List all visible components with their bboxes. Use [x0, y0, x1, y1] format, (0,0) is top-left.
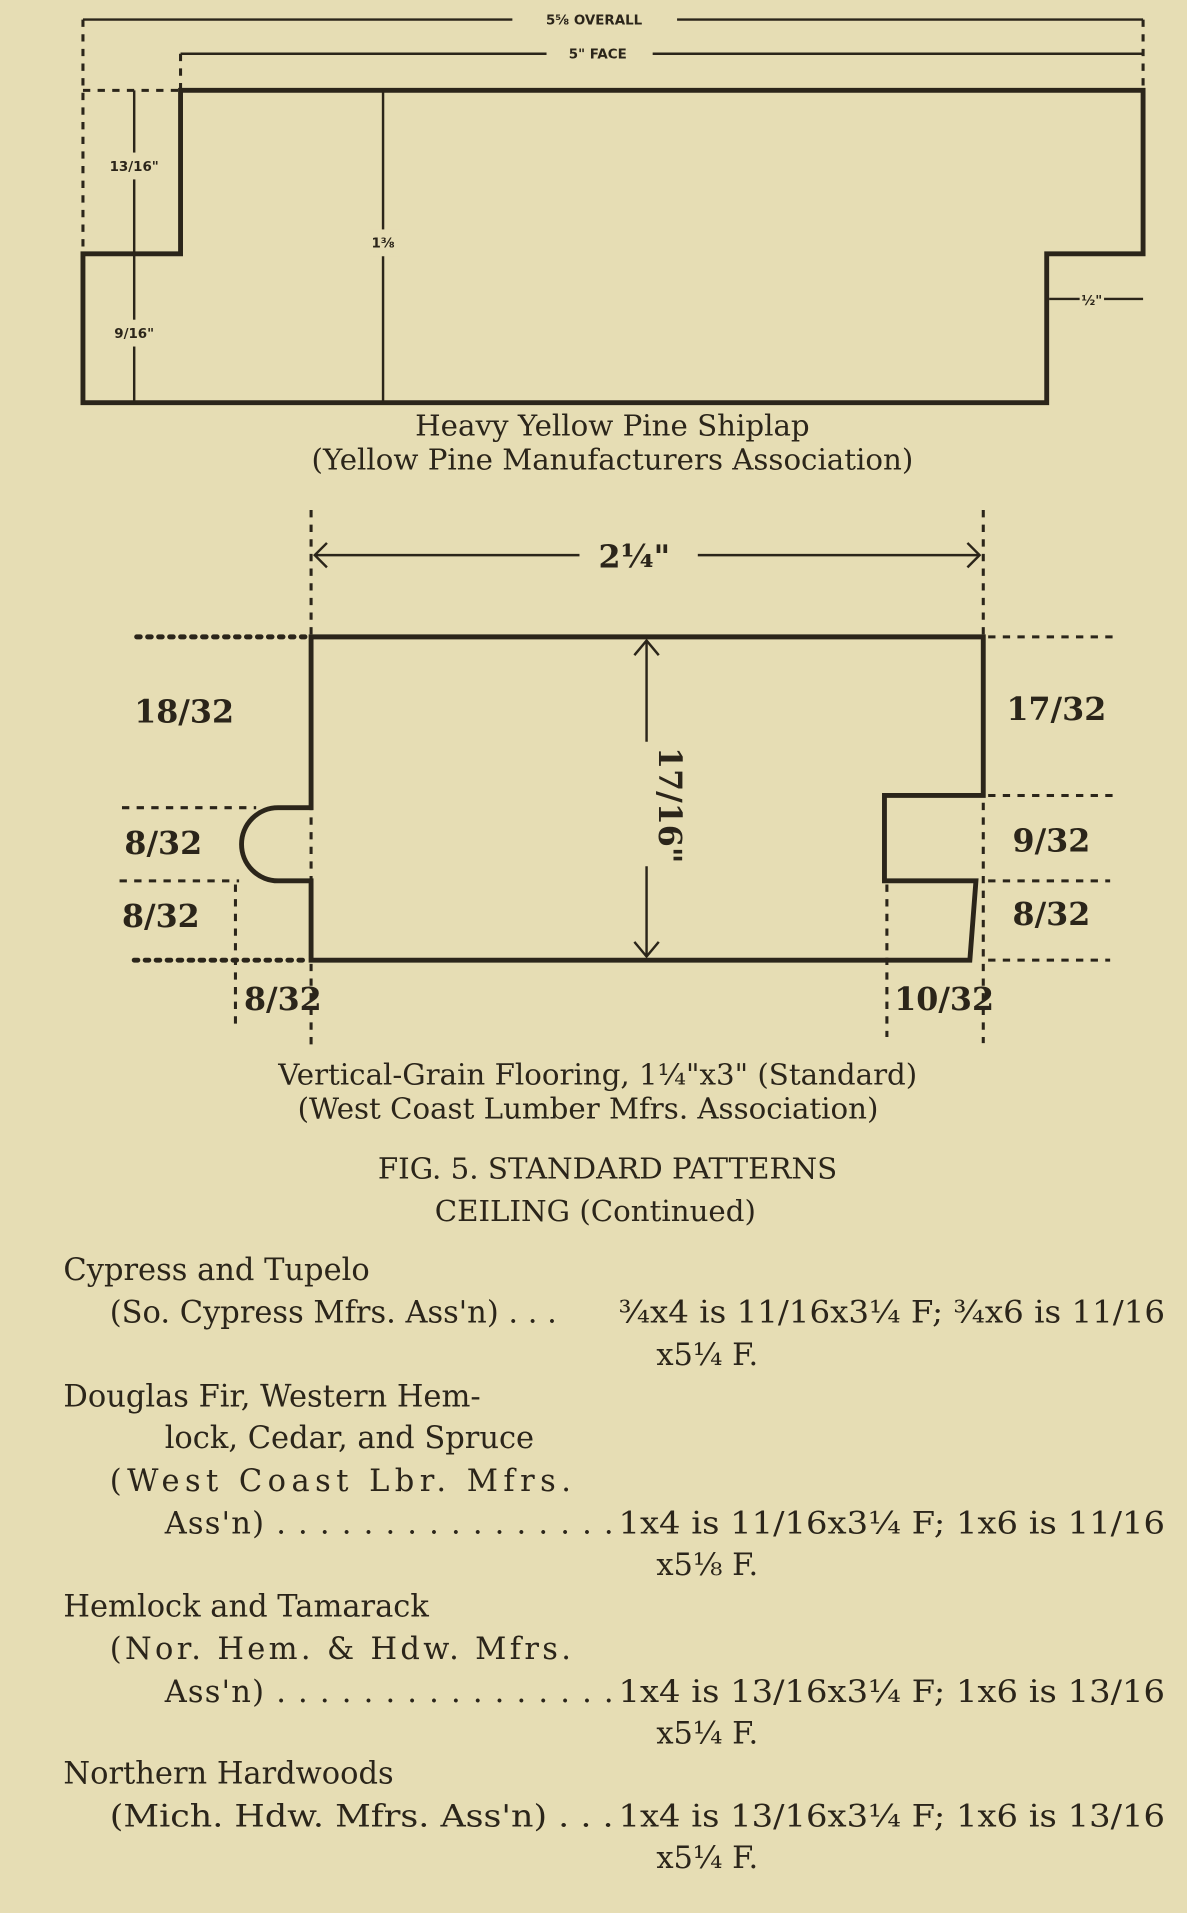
arrowheads [313, 542, 982, 569]
size-spec: 1x4 is 13/16x3¼ F; 1x6 is 13/16 [619, 1675, 1166, 1710]
size-spec-continued: x5¼ F. [656, 1716, 758, 1751]
tongue-depth-label: 8/32 [244, 981, 322, 1018]
left-bottom-label: 8/32 [122, 898, 200, 935]
shiplap-caption-association: (Yellow Pine Manufacturers Association) [312, 443, 914, 477]
face-label: 5" FACE [569, 48, 627, 63]
overall-label: 5⅝ OVERALL [546, 13, 643, 28]
lap-label: ½" [1081, 294, 1102, 309]
tongue-height-label: 8/32 [124, 825, 202, 862]
left-lower-label: 9/16" [114, 327, 154, 342]
shiplap-diagram: 5⅝ OVERALL 5" FACE 13/16" 9/16" 1⅜ ½" He… [80, 13, 1146, 477]
flooring-diagram: 2¼" 17/16" 18/32 8/32 8/32 8/32 17/32 9/… [119, 510, 1117, 1126]
thickness-label: 1⅜ [371, 237, 394, 252]
size-spec-continued: x5⅛ F. [656, 1548, 758, 1583]
ceiling-sizes-list: Cypress and Tupelo (So. Cypress Mfrs. As… [63, 1253, 1165, 1876]
species-name: Northern Hardwoods [63, 1757, 393, 1792]
right-bottom-label: 8/32 [1013, 896, 1091, 933]
shiplap-profile [80, 87, 1146, 406]
groove-depth-label: 10/32 [894, 981, 994, 1018]
size-spec: 1x4 is 13/16x3¼ F; 1x6 is 13/16 [619, 1799, 1166, 1834]
figure-title: FIG. 5. STANDARD PATTERNS [378, 1152, 837, 1186]
association-name: (So. Cypress Mfrs. Ass'n) . . . [110, 1295, 557, 1330]
right-top-label: 17/32 [1006, 691, 1106, 728]
association-name: Ass'n) . . . . . . . . . . . . . . . . [164, 1507, 614, 1542]
arrowheads [633, 638, 660, 959]
size-spec: 1x4 is 11/16x3¼ F; 1x6 is 11/16 [619, 1507, 1166, 1542]
association-name: (Nor. Hem. & Hdw. Mfrs. [110, 1632, 571, 1667]
size-spec-continued: x5¼ F. [656, 1338, 758, 1373]
size-spec: ¾x4 is 11/16x3¼ F; ¾x6 is 11/16 [619, 1295, 1166, 1330]
association-name: Ass'n) . . . . . . . . . . . . . . . . [164, 1675, 614, 1710]
size-spec-continued: x5¼ F. [656, 1841, 758, 1876]
flooring-caption: Vertical-Grain Flooring, 1¼"x3" (Standar… [277, 1058, 917, 1092]
species-name: lock, Cedar, and Spruce [165, 1421, 534, 1456]
thickness-label: 17/16" [651, 747, 688, 863]
left-top-label: 18/32 [134, 693, 234, 730]
species-name: Hemlock and Tamarack [63, 1589, 429, 1624]
species-name: Douglas Fir, Western Hem- [63, 1380, 480, 1415]
association-name: (West Coast Lbr. Mfrs. [110, 1464, 571, 1499]
width-label: 2¼" [599, 538, 671, 575]
figure-subtitle: CEILING (Continued) [435, 1194, 756, 1228]
flooring-caption-association: (West Coast Lumber Mfrs. Association) [298, 1092, 879, 1126]
association-name: (Mich. Hdw. Mfrs. Ass'n) . . . [110, 1799, 614, 1834]
flooring-profile [239, 634, 986, 963]
species-name: Cypress and Tupelo [63, 1253, 369, 1288]
shiplap-caption: Heavy Yellow Pine Shiplap [415, 409, 810, 443]
groove-height-label: 9/32 [1013, 823, 1091, 860]
left-upper-label: 13/16" [110, 160, 159, 175]
